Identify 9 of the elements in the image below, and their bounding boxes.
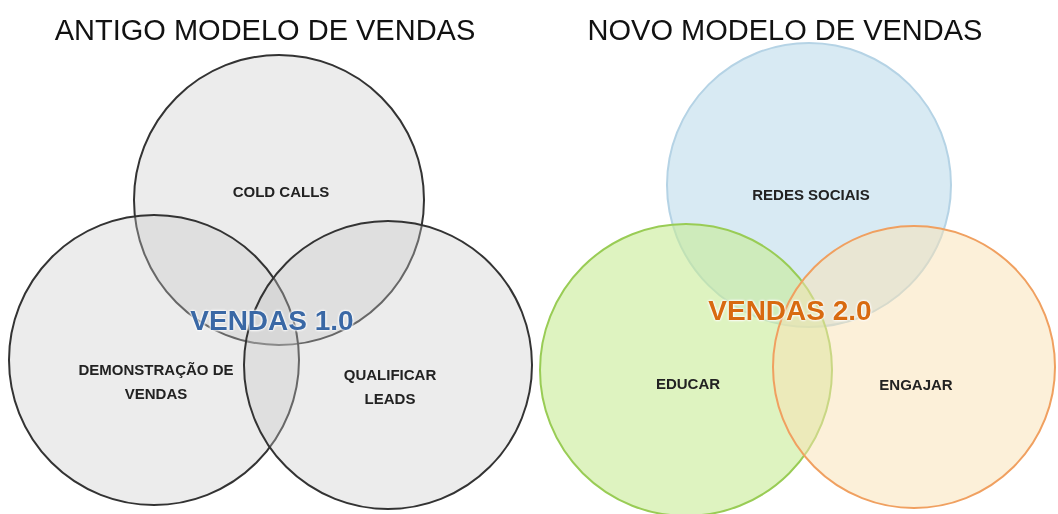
circle-label: REDES SOCIAIS: [751, 185, 871, 205]
circle-label: EDUCAR: [654, 374, 722, 394]
heading: NOVO MODELO DE VENDAS: [587, 14, 983, 47]
circle-label: DEMONSTRAÇÃO DE VENDAS: [77, 360, 235, 404]
heading: ANTIGO MODELO DE VENDAS: [54, 14, 476, 47]
circle-label: ENGAJAR: [878, 375, 954, 395]
center-label: VENDAS 2.0: [708, 295, 872, 327]
circle-label: QUALIFICAR LEADS: [342, 365, 438, 409]
circle-label: COLD CALLS: [231, 182, 331, 202]
